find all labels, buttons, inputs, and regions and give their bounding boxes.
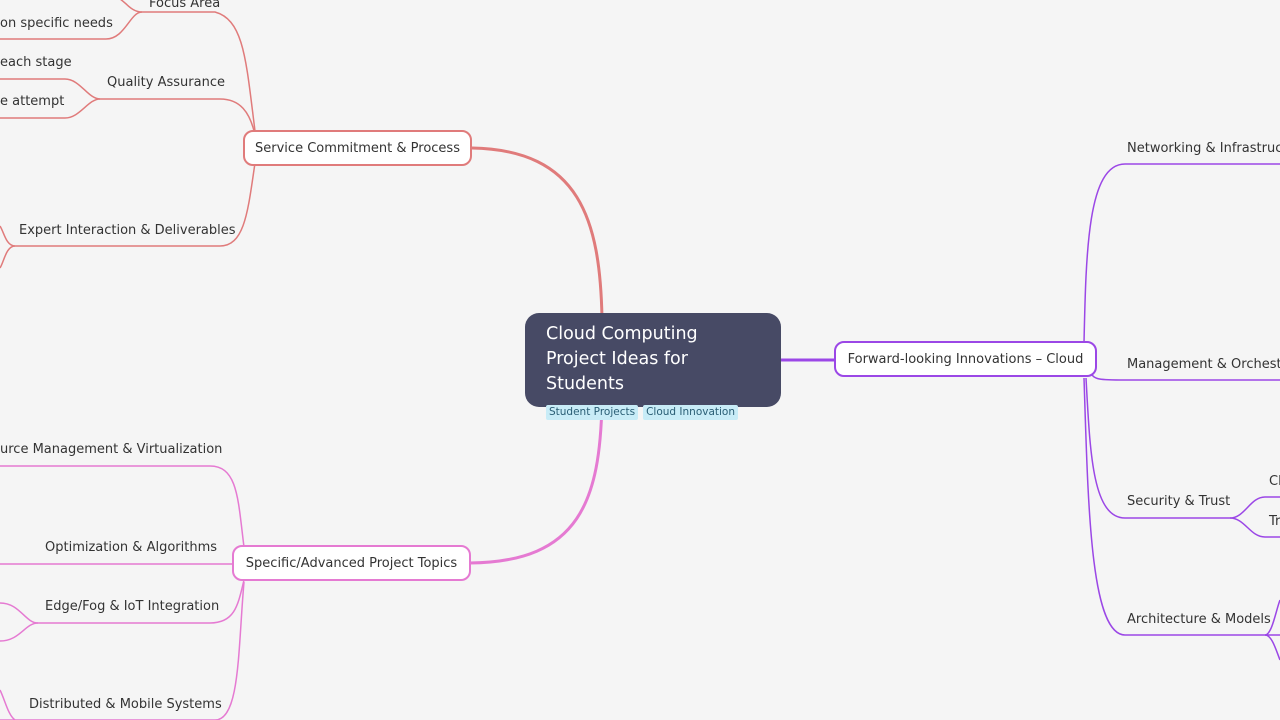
connector-topics xyxy=(469,401,604,565)
service-subconnectors xyxy=(0,0,256,269)
node-optimization[interactable]: Optimization & Algorithms xyxy=(45,540,218,555)
node-resource-management[interactable]: urce Management & Virtualization xyxy=(0,442,223,457)
central-topic-title: Cloud Computing Project Ideas for Studen… xyxy=(546,324,698,394)
branch-service-commitment[interactable]: Service Commitment & Process xyxy=(243,130,472,166)
node-focus-area[interactable]: Focus Area xyxy=(149,0,221,11)
node-quality-assurance[interactable]: Quality Assurance xyxy=(107,75,225,90)
node-edge-fog-iot[interactable]: Edge/Fog & IoT Integration xyxy=(45,599,220,614)
connector-service xyxy=(471,146,604,319)
node-distributed-mobile[interactable]: Distributed & Mobile Systems xyxy=(29,697,222,712)
node-specific-needs[interactable]: on specific needs xyxy=(0,16,113,31)
node-networking[interactable]: Networking & Infrastructu xyxy=(1127,141,1280,156)
tag-cloud-innovation[interactable]: Cloud Innovation xyxy=(643,405,738,420)
node-expert-interaction[interactable]: Expert Interaction & Deliverables xyxy=(19,223,236,238)
node-architecture[interactable]: Architecture & Models xyxy=(1127,612,1271,627)
topics-subconnectors xyxy=(0,465,245,720)
branch-advanced-topics[interactable]: Specific/Advanced Project Topics xyxy=(232,545,471,581)
central-tags: Student Projects Cloud Innovation xyxy=(546,405,761,420)
node-security-child-1[interactable]: Cl xyxy=(1269,474,1280,489)
central-topic-node[interactable]: Cloud Computing Project Ideas for Studen… xyxy=(525,313,781,420)
node-security-child-2[interactable]: Tr xyxy=(1269,514,1280,529)
node-security-trust[interactable]: Security & Trust xyxy=(1127,494,1231,509)
tag-student-projects[interactable]: Student Projects xyxy=(546,405,639,420)
branch-forward-innovations[interactable]: Forward-looking Innovations – Cloud xyxy=(834,341,1097,377)
node-attempt[interactable]: e attempt xyxy=(0,94,65,109)
node-each-stage[interactable]: each stage xyxy=(0,55,72,70)
node-management[interactable]: Management & Orchestrat xyxy=(1127,357,1280,372)
innovations-subconnectors xyxy=(1083,163,1280,661)
